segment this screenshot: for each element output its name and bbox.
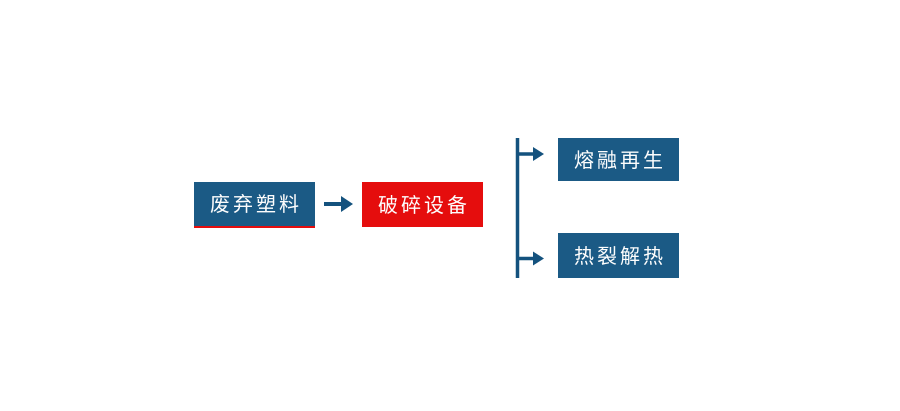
node-melt-regeneration: 熔融再生 [558, 138, 679, 181]
branch-bottom-arrow-head [533, 251, 544, 266]
node-melt-regeneration-label: 熔融再生 [574, 147, 666, 172]
node-waste-plastic-label: 废弃塑料 [210, 192, 302, 216]
node-waste-plastic: 废弃塑料 [194, 182, 315, 228]
arrow-head [341, 196, 353, 212]
node-crushing-equipment-label: 破碎设备 [378, 192, 470, 217]
branch-connector [515, 138, 544, 278]
branch-top-arrow-head [533, 147, 544, 161]
node-crushing-equipment: 破碎设备 [362, 182, 483, 227]
arrow-right-icon [324, 196, 353, 212]
node-pyrolysis-heat-label: 热裂解热 [574, 243, 666, 268]
node-pyrolysis-heat: 热裂解热 [558, 233, 679, 278]
